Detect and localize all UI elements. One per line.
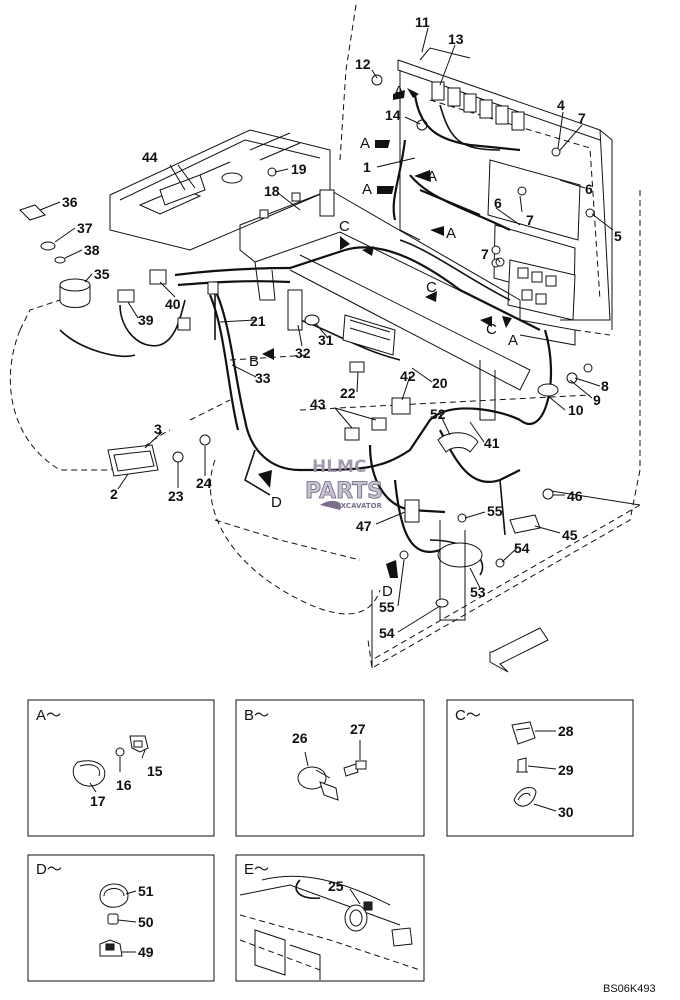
label-47: 47 [356,518,372,534]
detail-part-17: 17 [90,793,106,809]
label-44: 44 [142,149,158,165]
detail-box-title: D～ [36,861,62,878]
label-46: 46 [567,488,583,504]
label-6b: 6 [494,195,502,211]
detail-part-27: 27 [350,721,366,737]
label-7a: 7 [578,110,586,126]
watermark-line3: EXCAVATOR [336,502,383,510]
view-letter-a: A [360,135,370,152]
frame-outline [9,4,641,669]
detail-part-29: 29 [558,762,574,778]
label-54a: 54 [514,540,530,556]
label-23: 23 [168,488,184,504]
label-7c: 7 [481,246,489,262]
detail-box-b: B～ 26 27 [235,699,425,837]
label-40: 40 [165,296,181,312]
view-arrows [258,88,549,673]
watermark-line1: HLMC [312,457,366,477]
label-43: 43 [310,396,326,412]
label-36: 36 [62,194,78,210]
label-5: 5 [614,228,622,244]
view-letter-c: C [486,321,497,338]
label-1: 1 [363,159,371,175]
label-4: 4 [557,97,565,113]
detail-part-16: 16 [116,777,132,793]
detail-box-e: E～ 25 [235,854,425,982]
detail-part-15: 15 [147,763,163,779]
detail-part-51: 51 [138,883,154,899]
label-18: 18 [264,183,280,199]
label-6a: 6 [585,181,593,197]
label-19: 19 [291,161,307,177]
label-38: 38 [84,242,100,258]
label-45: 45 [562,527,578,543]
label-55a: 55 [487,503,503,519]
view-letter-a: A [362,181,372,198]
drawing-code: BS06K493 [603,983,656,995]
label-13: 13 [448,31,464,47]
label-22: 22 [340,385,356,401]
view-letter-c: C [426,279,437,296]
detail-box-a: A～ 15 16 17 [27,699,215,837]
view-letter-d: D [271,494,282,511]
label-20: 20 [432,375,448,391]
detail-part-25: 25 [328,878,344,894]
detail-box-title: A～ [36,707,61,724]
label-12: 12 [355,56,371,72]
label-41: 41 [484,435,500,451]
label-37: 37 [77,220,93,236]
label-42: 42 [400,368,416,384]
detail-box-d: D～ 51 50 49 [27,854,215,982]
label-14: 14 [385,107,401,123]
label-35: 35 [94,266,110,282]
label-33: 33 [255,370,271,386]
detail-box-c: C～ 28 29 30 [446,699,634,837]
label-55b: 55 [379,599,395,615]
label-24: 24 [196,475,212,491]
label-21: 21 [250,313,266,329]
part-number-labels: 11 13 12 14 4 7 1 6 6 7 5 44 19 18 36 37… [62,14,622,641]
detail-box-title: E～ [244,861,269,878]
view-letter-a: A [508,332,518,349]
detail-part-28: 28 [558,723,574,739]
label-32: 32 [295,345,311,361]
view-letters: A A A A A A C C C B D D [249,83,518,600]
detail-box-title: C～ [455,707,481,724]
connectors [19,167,593,621]
view-letter-a: A [427,168,437,185]
label-54b: 54 [379,625,395,641]
view-letter-b: B [249,353,259,370]
label-52: 52 [430,406,446,422]
detail-part-26: 26 [292,730,308,746]
detail-box-title: B～ [244,707,269,724]
detail-part-50: 50 [138,914,154,930]
detail-part-30: 30 [558,804,574,820]
control-panel [371,47,613,330]
label-3: 3 [154,421,162,437]
view-letter-a: A [394,83,404,100]
view-letter-d: D [382,583,393,600]
label-10: 10 [568,402,584,418]
label-11: 11 [415,14,430,30]
detail-part-49: 49 [138,944,154,960]
watermark: HLMC PARTS EXCAVATOR [305,457,383,510]
label-31: 31 [318,332,334,348]
label-39: 39 [138,312,154,328]
label-7b: 7 [526,212,534,228]
label-53: 53 [470,584,486,600]
view-letter-a: A [446,225,456,242]
label-8: 8 [601,378,609,394]
watermark-line2: PARTS [305,479,383,504]
label-2: 2 [110,486,118,502]
view-letter-c: C [339,218,350,235]
label-9: 9 [593,392,601,408]
leader-lines [39,27,614,633]
